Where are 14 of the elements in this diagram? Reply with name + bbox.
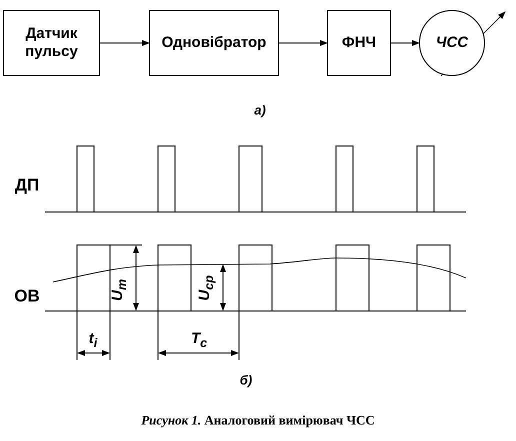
arrow <box>278 40 328 46</box>
figure-caption: Рисунок 1. Аналоговий вимірювач ЧСС <box>141 414 375 426</box>
arrow <box>390 40 420 46</box>
pulse-width-label: t$_{i}$ <box>88 330 98 350</box>
signal-label: ДП <box>14 176 40 194</box>
subfigure-label: б) <box>240 374 252 386</box>
block-box: Датчик пульсу <box>3 10 100 76</box>
arrow <box>100 40 150 46</box>
period-label: T$_{c}$ <box>190 330 208 350</box>
block-box: ФНЧ <box>327 10 391 76</box>
meter-circle: ЧСС <box>419 10 485 76</box>
signal-label: ОВ <box>14 288 40 304</box>
block-box: Одновібратор <box>149 10 279 76</box>
subfigure-label: а) <box>254 104 266 116</box>
